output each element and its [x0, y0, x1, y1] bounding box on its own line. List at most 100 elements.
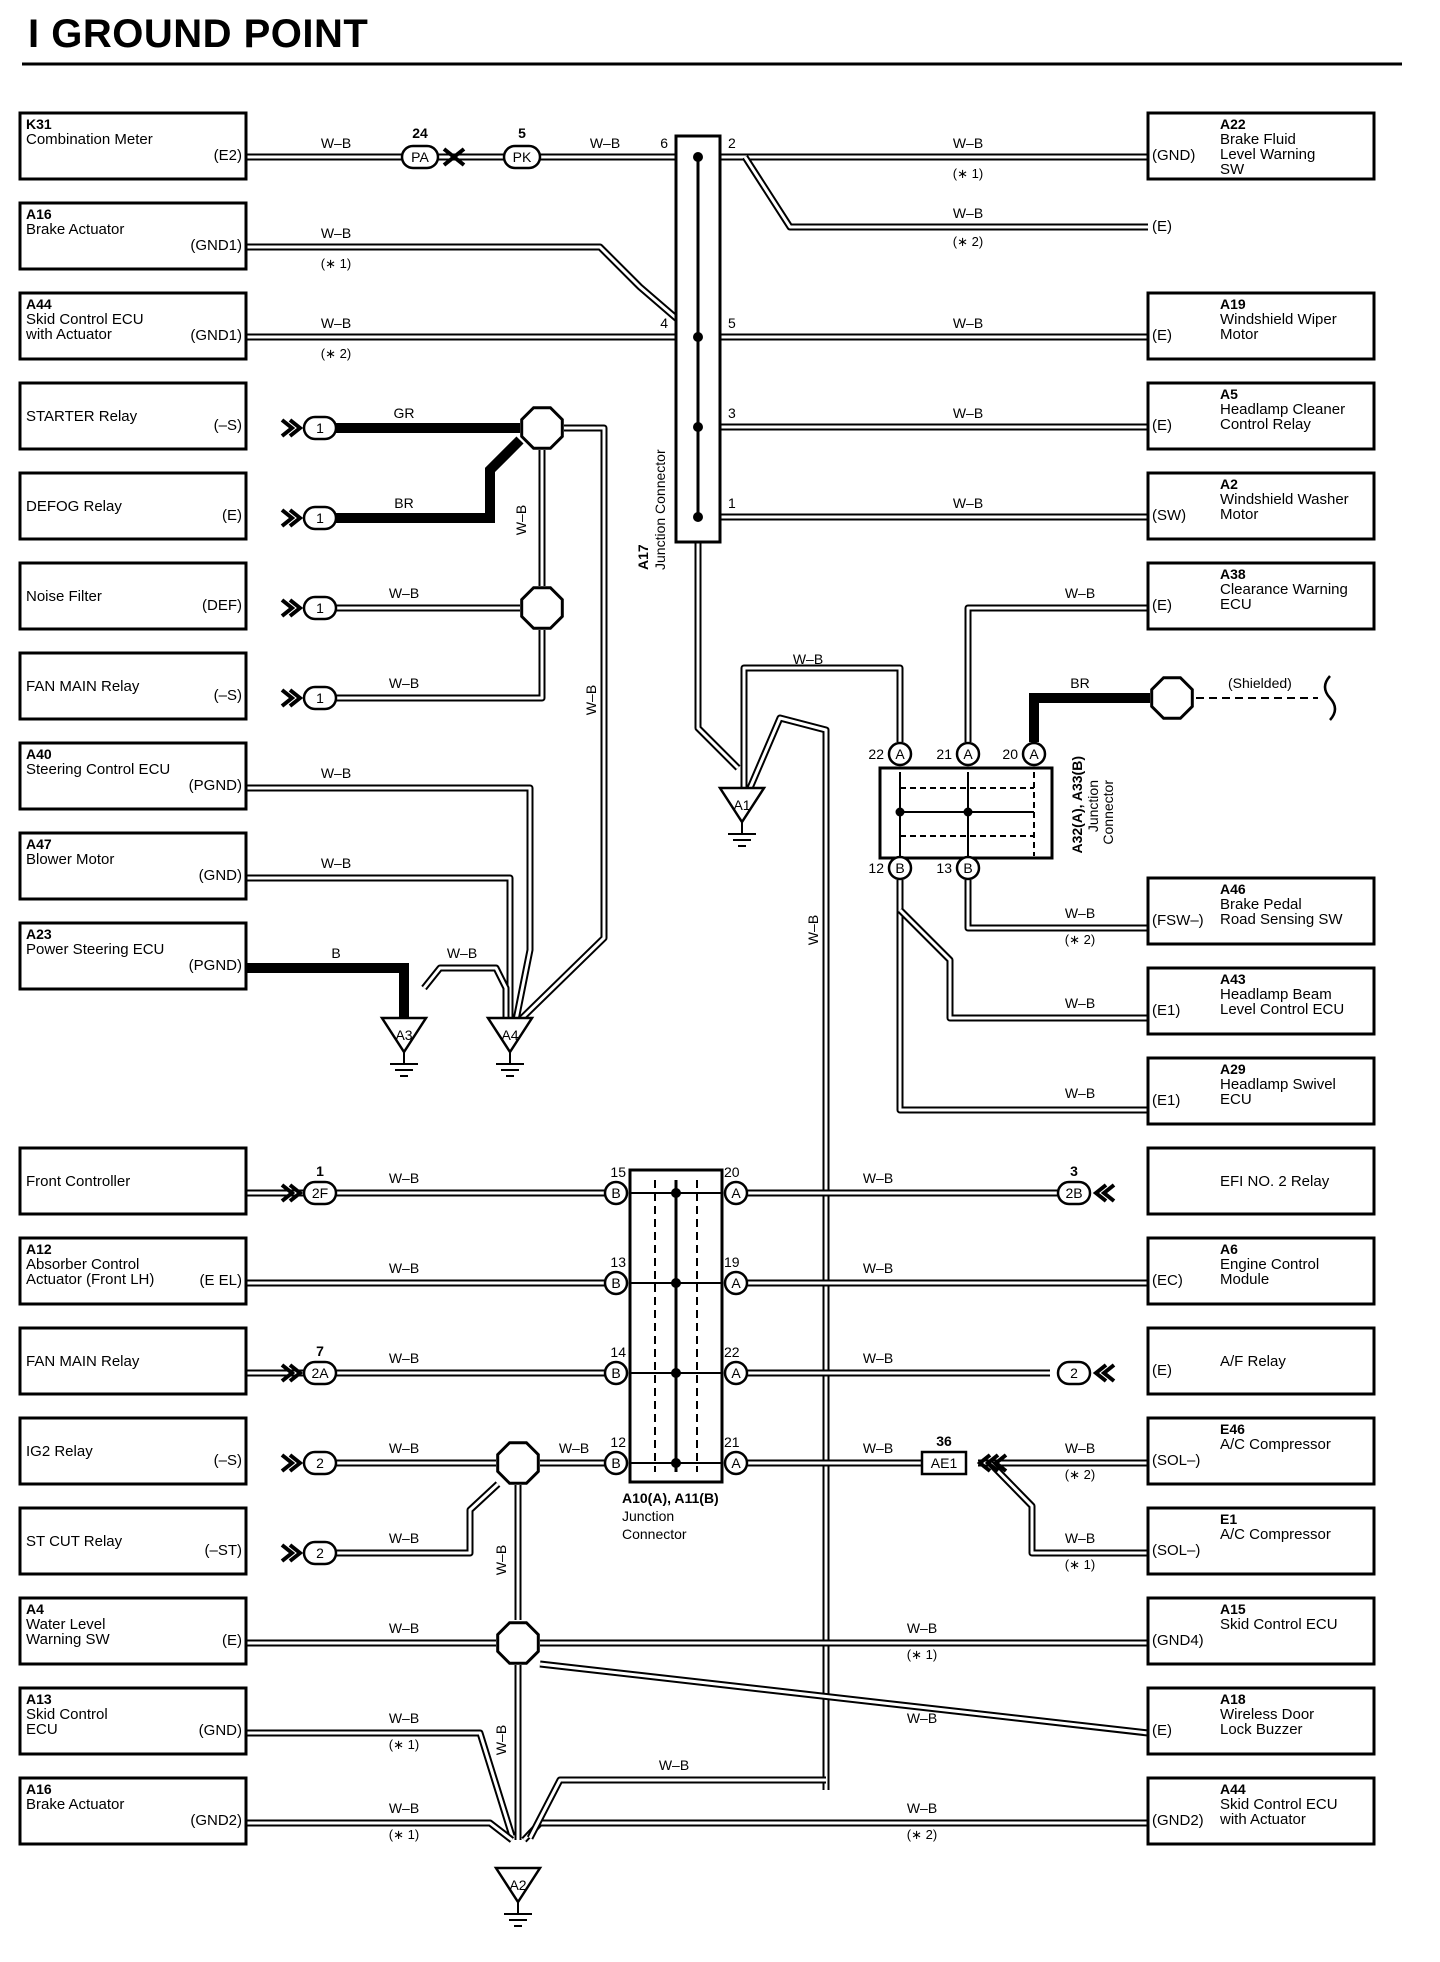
wire-a40	[246, 784, 534, 1021]
wire-label: W–B	[953, 495, 983, 511]
connector-plug	[302, 1180, 338, 1206]
junction-dot	[693, 512, 703, 522]
component-box	[1146, 1596, 1376, 1666]
connector-plug	[302, 505, 338, 531]
component-name: SW	[1220, 161, 1245, 178]
component-name: ECU	[1220, 1091, 1252, 1108]
component-name: Warning SW	[26, 1631, 110, 1648]
junction-dot	[671, 1458, 681, 1468]
junction-dot	[693, 152, 703, 162]
wire-core	[422, 966, 508, 1020]
pin-label: (E)	[1152, 1722, 1172, 1739]
wire-core	[528, 1778, 826, 1839]
connector-plug-label: 2	[316, 1545, 324, 1561]
wire-label: W–B	[389, 1170, 419, 1186]
component-name: Wireless Door	[1220, 1706, 1314, 1723]
connector-plug-label: 2A	[311, 1365, 329, 1381]
component-name: Engine Control	[1220, 1256, 1319, 1273]
component-box	[18, 1596, 248, 1666]
wire-a22-e	[742, 155, 1148, 231]
wire-label: W–B	[953, 315, 983, 331]
ground-a4	[485, 1016, 535, 1055]
wire-label: W–B	[1065, 1530, 1095, 1546]
connector-plug	[302, 1450, 338, 1476]
splice-point	[496, 1621, 540, 1665]
component-code: A12	[26, 1241, 52, 1257]
component-name: DEFOG Relay	[26, 498, 122, 515]
pin-label: (SOL–)	[1152, 1542, 1200, 1559]
component-name: Motor	[1220, 326, 1258, 343]
component-box	[1146, 1506, 1376, 1576]
junction-a10-sub: Junction	[622, 1508, 674, 1524]
component-box	[1146, 561, 1376, 631]
component-code: E46	[1220, 1421, 1245, 1437]
wire-label: W–B	[583, 685, 599, 715]
component-name: Power Steering ECU	[26, 941, 164, 958]
component-name: Headlamp Cleaner	[1220, 401, 1345, 418]
component-box	[18, 471, 248, 541]
wire-core	[742, 666, 902, 788]
wire-core	[246, 786, 532, 1021]
component-box	[18, 111, 248, 181]
arrow-tip	[280, 1453, 296, 1473]
component-name: Brake Pedal	[1220, 896, 1302, 913]
pin-number: 12	[610, 1434, 626, 1450]
pin-label: (GND)	[199, 867, 242, 884]
wire-label: W–B	[493, 1725, 509, 1755]
component-name: Skid Control	[26, 1706, 108, 1723]
wire-label: W–B	[907, 1710, 937, 1726]
wire-label: W–B	[513, 505, 529, 535]
wire-label: W–B	[863, 1260, 893, 1276]
pin-letter: B	[611, 1365, 620, 1381]
pin-label: (–S)	[214, 1452, 242, 1469]
component-name: ST CUT Relay	[26, 1533, 123, 1550]
component-box	[18, 1236, 248, 1306]
connector-plug-label: AE1	[931, 1455, 958, 1471]
wire-a23-b	[246, 963, 409, 1020]
component-name: Combination Meter	[26, 131, 153, 148]
pin-circle	[1021, 741, 1047, 767]
pin-label: (GND1)	[190, 237, 242, 254]
pin-letter: B	[963, 860, 972, 876]
component-box	[1146, 1236, 1376, 1306]
wire-label: W–B	[590, 135, 620, 151]
wire-label: W–B	[321, 855, 351, 871]
wire-label: W–B	[863, 1350, 893, 1366]
wire-label: W–B	[389, 1620, 419, 1636]
component-name: Control Relay	[1220, 416, 1311, 433]
pin-letter: A	[731, 1275, 741, 1291]
component-code: A18	[1220, 1691, 1246, 1707]
connector-plug	[302, 415, 338, 441]
junction-dot	[671, 1368, 681, 1378]
junction-dot	[693, 422, 703, 432]
wire-br-shielded	[1029, 693, 1150, 742]
wire-label: W–B	[907, 1800, 937, 1816]
junction-dot	[693, 332, 703, 342]
pin-label: (E)	[1152, 417, 1172, 434]
component-code: K31	[26, 116, 52, 132]
arrow-tip	[280, 508, 296, 528]
pin-circle	[603, 1450, 629, 1476]
pin-letter: B	[611, 1185, 620, 1201]
component-box	[18, 381, 248, 451]
pin-number: 19	[724, 1254, 740, 1270]
pin-label: (FSW–)	[1152, 912, 1204, 929]
component-code: A23	[26, 926, 52, 942]
component-box	[18, 1326, 248, 1396]
arrow-tip	[976, 1453, 992, 1473]
pin-number: 3	[728, 405, 736, 421]
note-label: (∗ 2)	[907, 1827, 937, 1842]
pin-label: (GND)	[199, 1722, 242, 1739]
note-label: (∗ 2)	[1065, 932, 1095, 947]
pin-number: 21	[724, 1434, 740, 1450]
pin-label: (PGND)	[189, 957, 242, 974]
arrow-tip	[1100, 1363, 1116, 1383]
component-code: A6	[1220, 1241, 1238, 1257]
wire-label: W–B	[389, 675, 419, 691]
pin-circle	[723, 1360, 749, 1386]
component-name: Absorber Control	[26, 1256, 139, 1273]
wire-core	[898, 880, 1148, 1112]
pin-label: (E)	[1152, 597, 1172, 614]
component-code: A43	[1220, 971, 1246, 987]
connector-plug-label: PA	[411, 149, 429, 165]
